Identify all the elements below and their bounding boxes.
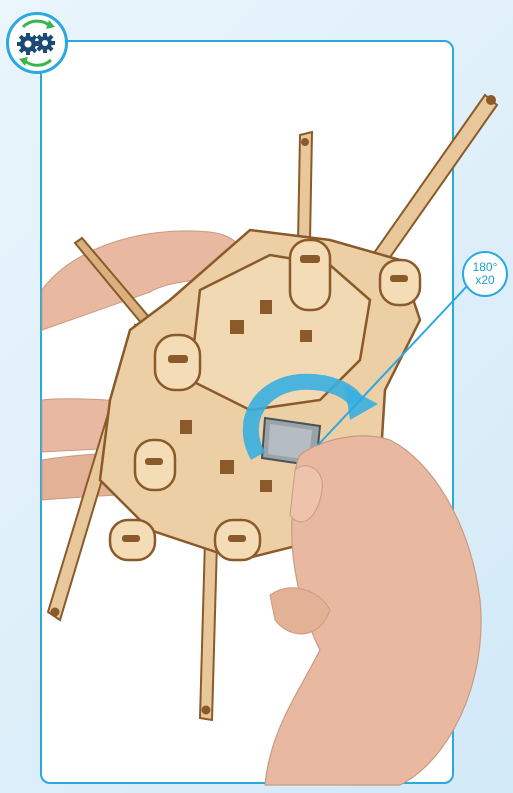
gears-icon — [6, 12, 68, 74]
right-hand — [265, 436, 481, 785]
rotation-callout: 180° x20 — [462, 251, 508, 297]
rotation-count: x20 — [475, 274, 494, 287]
